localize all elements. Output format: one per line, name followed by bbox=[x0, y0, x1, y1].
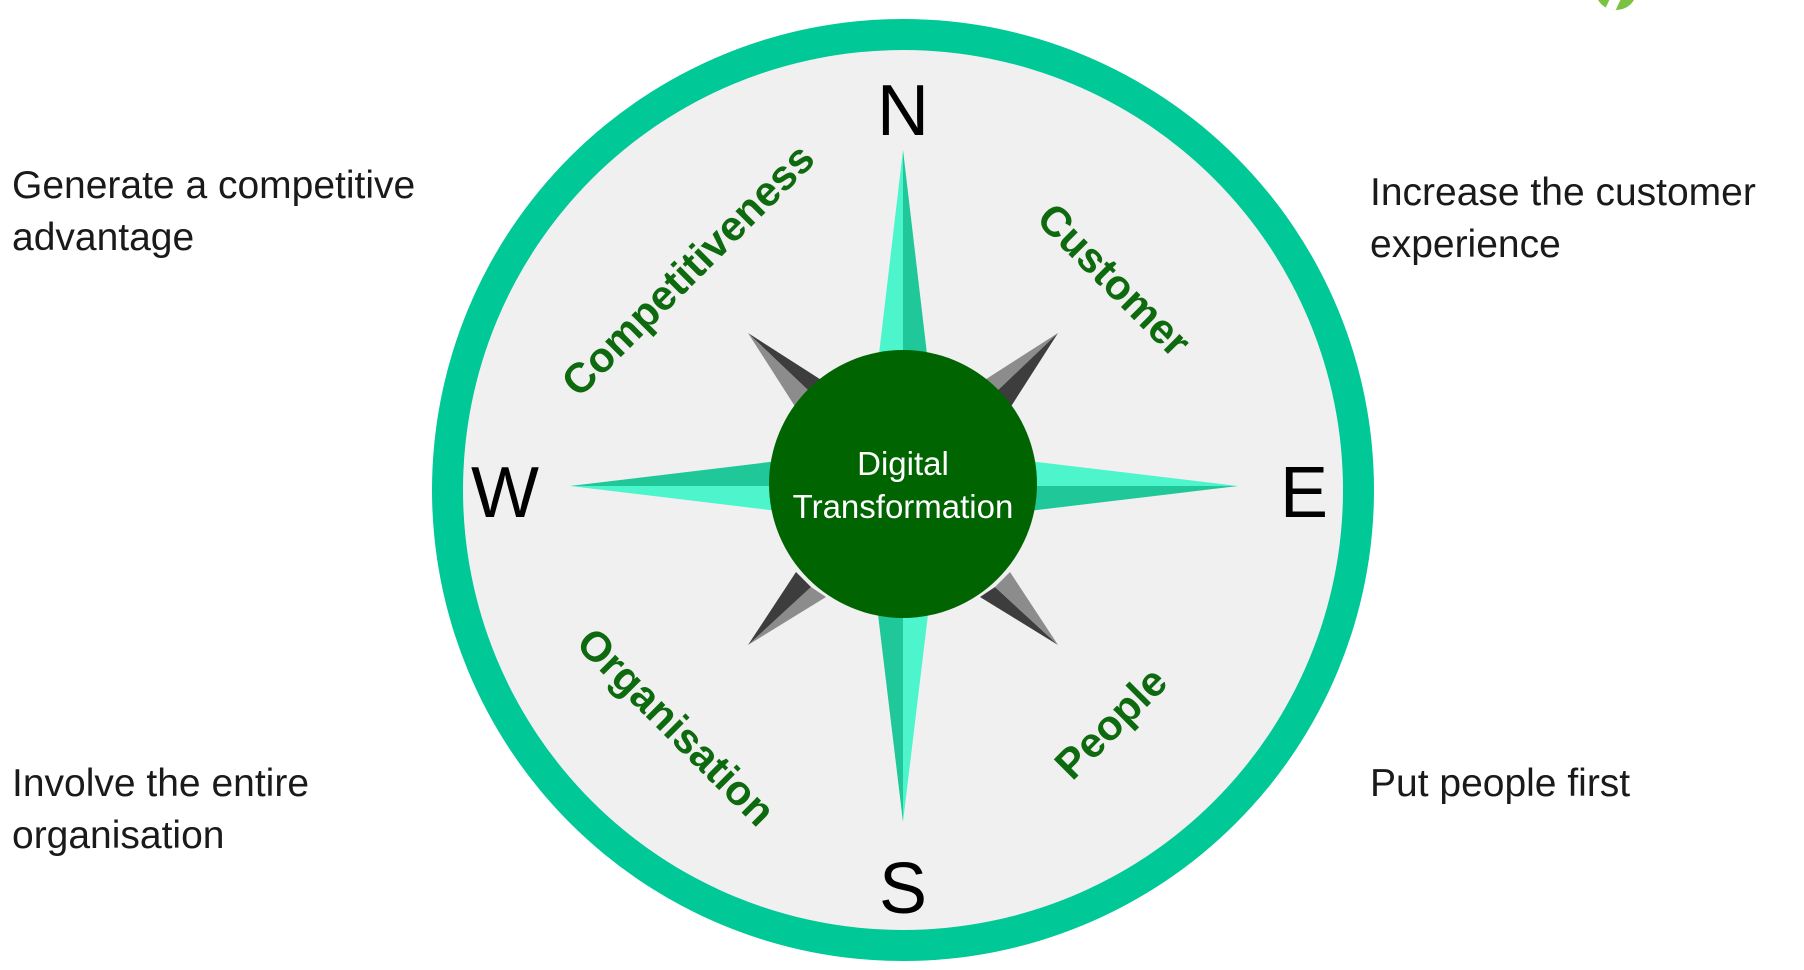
logo-icon bbox=[1596, 0, 1636, 10]
diagonal-points bbox=[748, 333, 1058, 645]
north-label: N bbox=[877, 71, 929, 151]
center-label-line2: Transformation bbox=[793, 488, 1014, 525]
east-label: E bbox=[1280, 453, 1328, 533]
west-label: W bbox=[471, 453, 539, 533]
center-disc bbox=[769, 350, 1037, 618]
goal-people-first: Put people first bbox=[1370, 762, 1631, 805]
center-label-line1: Digital bbox=[857, 445, 949, 482]
south-label: S bbox=[879, 849, 927, 929]
